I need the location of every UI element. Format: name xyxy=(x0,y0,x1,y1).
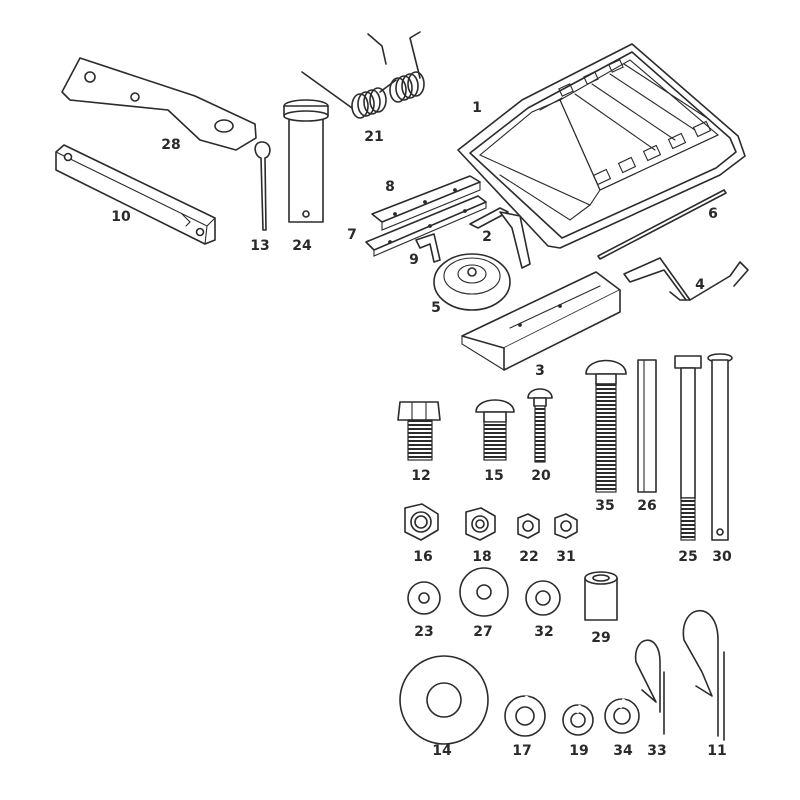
part-25-long-bolt xyxy=(674,355,702,541)
label-part-16: 16 xyxy=(413,549,432,565)
label-part-11: 11 xyxy=(707,743,726,759)
label-part-1: 1 xyxy=(472,100,482,116)
part-18-nut xyxy=(465,507,496,541)
part-10-bar xyxy=(55,144,216,245)
part-7-rail xyxy=(365,195,487,257)
label-part-23: 23 xyxy=(414,624,433,640)
label-part-5: 5 xyxy=(431,300,441,316)
label-part-6: 6 xyxy=(708,206,718,222)
label-part-32: 32 xyxy=(534,624,553,640)
label-part-19: 19 xyxy=(569,743,588,759)
part-27-washer xyxy=(459,567,509,617)
label-part-18: 18 xyxy=(472,549,491,565)
label-part-21: 21 xyxy=(364,129,383,145)
part-14-washer xyxy=(399,655,489,745)
label-part-4: 4 xyxy=(695,277,705,293)
part-23-washer xyxy=(407,581,441,615)
label-part-9: 9 xyxy=(409,252,419,268)
label-part-8: 8 xyxy=(385,179,395,195)
part-20-carriage-bolt xyxy=(527,388,553,463)
part-17-lock-washer xyxy=(504,695,546,737)
part-4-wire xyxy=(623,257,749,301)
part-30-long-pin xyxy=(707,353,733,541)
part-3-channel xyxy=(461,271,621,371)
label-part-14: 14 xyxy=(432,743,452,759)
label-part-10: 10 xyxy=(111,209,131,225)
part-22-nut xyxy=(517,513,540,539)
part-11-hair-pin xyxy=(682,609,725,741)
part-35-carriage-bolt xyxy=(585,359,627,493)
label-part-2: 2 xyxy=(482,229,492,245)
label-part-27: 27 xyxy=(473,624,492,640)
part-26-bar xyxy=(637,359,657,493)
part-24-pin xyxy=(283,99,329,223)
part-16-nut xyxy=(404,503,439,541)
part-13-cotter-pin xyxy=(254,141,271,231)
label-part-12: 12 xyxy=(411,468,430,484)
label-part-17: 17 xyxy=(512,743,531,759)
label-part-31: 31 xyxy=(556,549,575,565)
label-part-28: 28 xyxy=(161,137,180,153)
label-part-15: 15 xyxy=(484,468,503,484)
part-6-rod xyxy=(597,189,727,260)
label-part-34: 34 xyxy=(613,743,633,759)
part-19-lock-washer xyxy=(562,704,594,736)
label-part-29: 29 xyxy=(591,630,610,646)
part-8-rail xyxy=(371,175,481,231)
part-31-nut xyxy=(554,513,578,539)
label-part-25: 25 xyxy=(678,549,697,565)
part-2-bracket xyxy=(469,207,531,269)
part-labels: 1 2 3 4 5 6 7 8 9 10 11 12 13 14 15 16 1… xyxy=(111,100,732,759)
part-5-disc xyxy=(433,253,511,311)
part-15-carriage-bolt xyxy=(475,399,515,461)
part-12-hex-bolt xyxy=(397,401,441,461)
part-28-bracket xyxy=(61,57,257,151)
label-part-35: 35 xyxy=(595,498,614,514)
label-part-20: 20 xyxy=(531,468,551,484)
part-29-spacer xyxy=(584,571,618,621)
label-part-33: 33 xyxy=(647,743,666,759)
part-34-lock-washer xyxy=(604,698,640,734)
label-part-30: 30 xyxy=(712,549,732,565)
part-32-washer xyxy=(525,580,561,616)
part-1-housing xyxy=(457,43,746,249)
label-part-13: 13 xyxy=(250,238,269,254)
part-9-clip xyxy=(415,233,441,263)
part-33-hair-pin xyxy=(634,639,665,735)
part-21-spring xyxy=(301,31,425,119)
label-part-7: 7 xyxy=(347,227,357,243)
label-part-24: 24 xyxy=(292,238,312,254)
label-part-26: 26 xyxy=(637,498,656,514)
label-part-22: 22 xyxy=(519,549,538,565)
label-part-3: 3 xyxy=(535,363,545,379)
